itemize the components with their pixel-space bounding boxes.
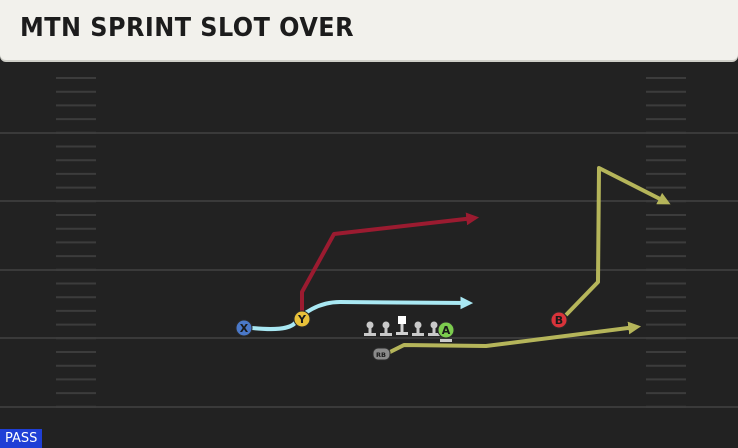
running-back-icon: RB <box>372 347 391 361</box>
lineman-left-guard <box>380 321 392 336</box>
x-receiver-icon: X <box>235 319 253 337</box>
b-receiver-icon: B <box>550 311 568 329</box>
a-receiver-label: A <box>442 324 451 337</box>
a-receiver-icon: A <box>437 321 455 342</box>
route-y-corner-red <box>300 212 480 318</box>
y-receiver-label: Y <box>297 313 307 326</box>
play-type-badge: PASS <box>0 429 43 448</box>
center <box>396 316 408 335</box>
route-b-corner-olive <box>564 166 671 317</box>
y-receiver-icon: Y <box>293 310 311 328</box>
lineman-left-tackle <box>364 321 376 336</box>
running-back-label: RB <box>376 351 386 359</box>
b-receiver-label: B <box>555 314 563 327</box>
hash-marks-right <box>646 77 686 408</box>
hash-marks-left <box>56 77 96 408</box>
lineman-right-guard <box>412 321 424 336</box>
yard-lines <box>0 132 738 408</box>
x-receiver-label: X <box>240 322 249 335</box>
play-title-banner: MTN SPRINT SLOT OVER <box>0 0 738 60</box>
route-rb-flat-olive <box>387 321 642 355</box>
play-title: MTN SPRINT SLOT OVER <box>20 13 354 43</box>
lineman-right-tackle <box>428 321 440 336</box>
